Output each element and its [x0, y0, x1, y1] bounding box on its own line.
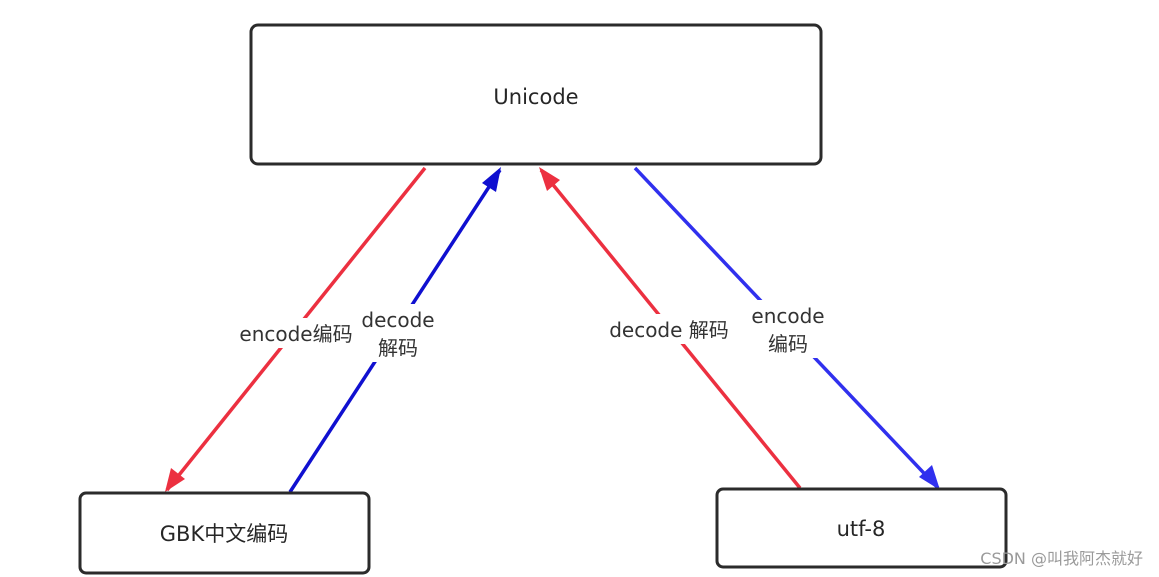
arrowhead-red-icon — [539, 167, 560, 191]
edge-label-unicode-to-gbk: encode编码 — [239, 322, 352, 346]
edge-label-unicode-to-utf8-line1: encode — [751, 304, 824, 328]
edge-label-utf8-to-unicode: decode 解码 — [609, 318, 729, 342]
label-bg — [234, 318, 360, 348]
node-utf8: utf-8 — [715, 487, 1008, 569]
arrowhead-blue-icon — [919, 465, 940, 490]
node-gbk-label: GBK中文编码 — [160, 522, 288, 546]
node-gbk-box — [78, 491, 371, 575]
node-unicode: Unicode — [249, 23, 823, 166]
node-utf8-label: utf-8 — [837, 517, 886, 541]
edge-label-unicode-to-utf8-line2: 编码 — [768, 332, 808, 356]
node-unicode-box — [249, 23, 823, 166]
node-utf8-box — [715, 487, 1008, 569]
label-bg — [602, 314, 738, 344]
label-bg — [358, 304, 440, 362]
edge-label-gbk-to-unicode-line1: decode — [361, 308, 434, 332]
edge-label-gbk-to-unicode-line2: 解码 — [378, 336, 418, 360]
label-bg — [746, 300, 830, 358]
watermark-text: CSDN @叫我阿杰就好 — [980, 549, 1143, 568]
node-gbk: GBK中文编码 — [78, 491, 371, 575]
arrowhead-blue-icon — [482, 167, 501, 192]
arrowhead-red-icon — [165, 468, 185, 492]
node-unicode-label: Unicode — [493, 85, 578, 109]
